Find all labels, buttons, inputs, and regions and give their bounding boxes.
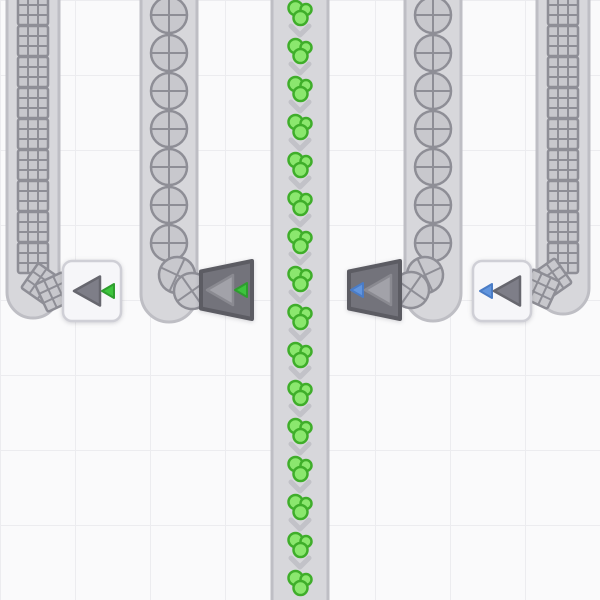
item-grid-square [16,210,50,244]
item-quartered-circle [413,33,453,73]
item-quartered-circle [413,223,453,263]
filter-device-white-green[interactable] [61,259,123,323]
left-arrow-icon [72,275,102,307]
item-green-cluster [287,265,313,293]
belt-direction-arrow [288,251,312,266]
item-quartered-circle [149,71,189,111]
belt-direction-arrow [288,403,312,418]
filter-device-white-blue[interactable] [471,259,533,323]
item-grid-square [546,210,580,244]
item-green-cluster [287,0,313,27]
green-indicator-arrow-icon [234,282,248,298]
item-green-cluster [287,303,313,331]
item-green-cluster [287,379,313,407]
belt-direction-arrow [288,365,312,380]
belt-direction-arrow [288,99,312,114]
item-grid-square [546,148,580,182]
item-grid-square [546,86,580,120]
left-arrow-icon [363,273,393,307]
item-quartered-circle [149,147,189,187]
item-grid-square [546,55,580,89]
item-grid-square [546,24,580,58]
item-quartered-circle [149,185,189,225]
belt-direction-arrow [288,23,312,38]
left-arrow-icon [205,273,235,307]
belt-direction-arrow [288,441,312,456]
belt-direction-arrow [288,289,312,304]
item-grid-square [16,86,50,120]
item-green-cluster [287,455,313,483]
extractor-device-dark-blue[interactable] [347,259,402,321]
item-grid-square [16,179,50,213]
belt-direction-arrow [288,61,312,76]
item-grid-square [16,117,50,151]
item-quartered-circle [413,185,453,225]
item-green-cluster [287,227,313,255]
blue-indicator-arrow-icon [479,283,493,299]
belt-direction-arrow [288,479,312,494]
left-arrow-icon [492,275,522,307]
item-grid-square [16,0,50,27]
belt-direction-arrow [288,175,312,190]
item-grid-square [16,24,50,58]
item-grid-square [16,55,50,89]
item-quartered-circle [149,109,189,149]
item-green-cluster [287,569,313,597]
item-quartered-circle [149,0,189,35]
item-quartered-circle [413,147,453,187]
item-green-cluster [287,113,313,141]
item-green-cluster [287,341,313,369]
belt-direction-arrow [288,555,312,570]
item-grid-square [16,148,50,182]
item-quartered-circle [149,223,189,263]
belt-direction-arrow [288,517,312,532]
item-green-cluster [287,493,313,521]
item-green-cluster [287,75,313,103]
item-green-cluster [287,151,313,179]
item-grid-square [546,0,580,27]
item-quartered-circle [149,33,189,73]
item-quartered-circle [413,109,453,149]
belt-direction-arrow [288,137,312,152]
item-green-cluster [287,531,313,559]
belt-direction-arrow [288,213,312,228]
item-green-cluster [287,189,313,217]
blue-indicator-arrow-icon [350,282,364,298]
item-green-cluster [287,37,313,65]
item-green-cluster [287,417,313,445]
item-quartered-circle [413,0,453,35]
belt-direction-arrow [288,327,312,342]
extractor-device-dark-green[interactable] [199,259,254,321]
item-grid-square [546,117,580,151]
item-grid-square [546,179,580,213]
item-quartered-circle [413,71,453,111]
green-indicator-arrow-icon [101,283,115,299]
